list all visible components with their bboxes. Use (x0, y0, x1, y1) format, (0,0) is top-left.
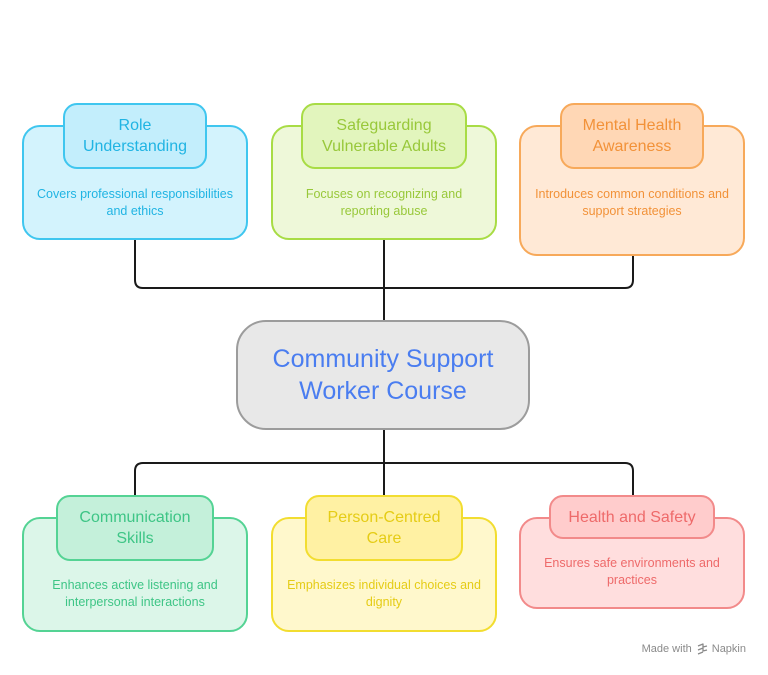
top-connector (134, 240, 634, 320)
node-title-health-safety: Health and Safety (549, 495, 715, 539)
node-title-role-understanding: Role Understanding (63, 103, 207, 169)
node-title-mental-health: Mental Health Awareness (560, 103, 704, 169)
node-description: Introduces common conditions and support… (535, 187, 729, 218)
made-with-label: Made with (641, 643, 692, 655)
node-description: Enhances active listening and interperso… (52, 578, 218, 609)
napkin-brand: Napkin (711, 643, 746, 655)
node-description: Ensures safe environments and practices (544, 556, 720, 587)
node-description: Emphasizes individual choices and dignit… (287, 578, 481, 609)
node-description: Covers professional responsibilities and… (37, 187, 233, 218)
node-title-safeguarding: Safeguarding Vulnerable Adults (301, 103, 467, 169)
node-description: Focuses on recognizing and reporting abu… (305, 187, 463, 218)
central-node: Community Support Worker Course (236, 320, 530, 430)
node-title-communication: Communication Skills (56, 495, 214, 561)
napkin-logo-icon (697, 643, 707, 655)
made-with-napkin-badge: Made with Napkin (642, 643, 746, 655)
node-title-person-centred: Person-Centred Care (305, 495, 463, 561)
